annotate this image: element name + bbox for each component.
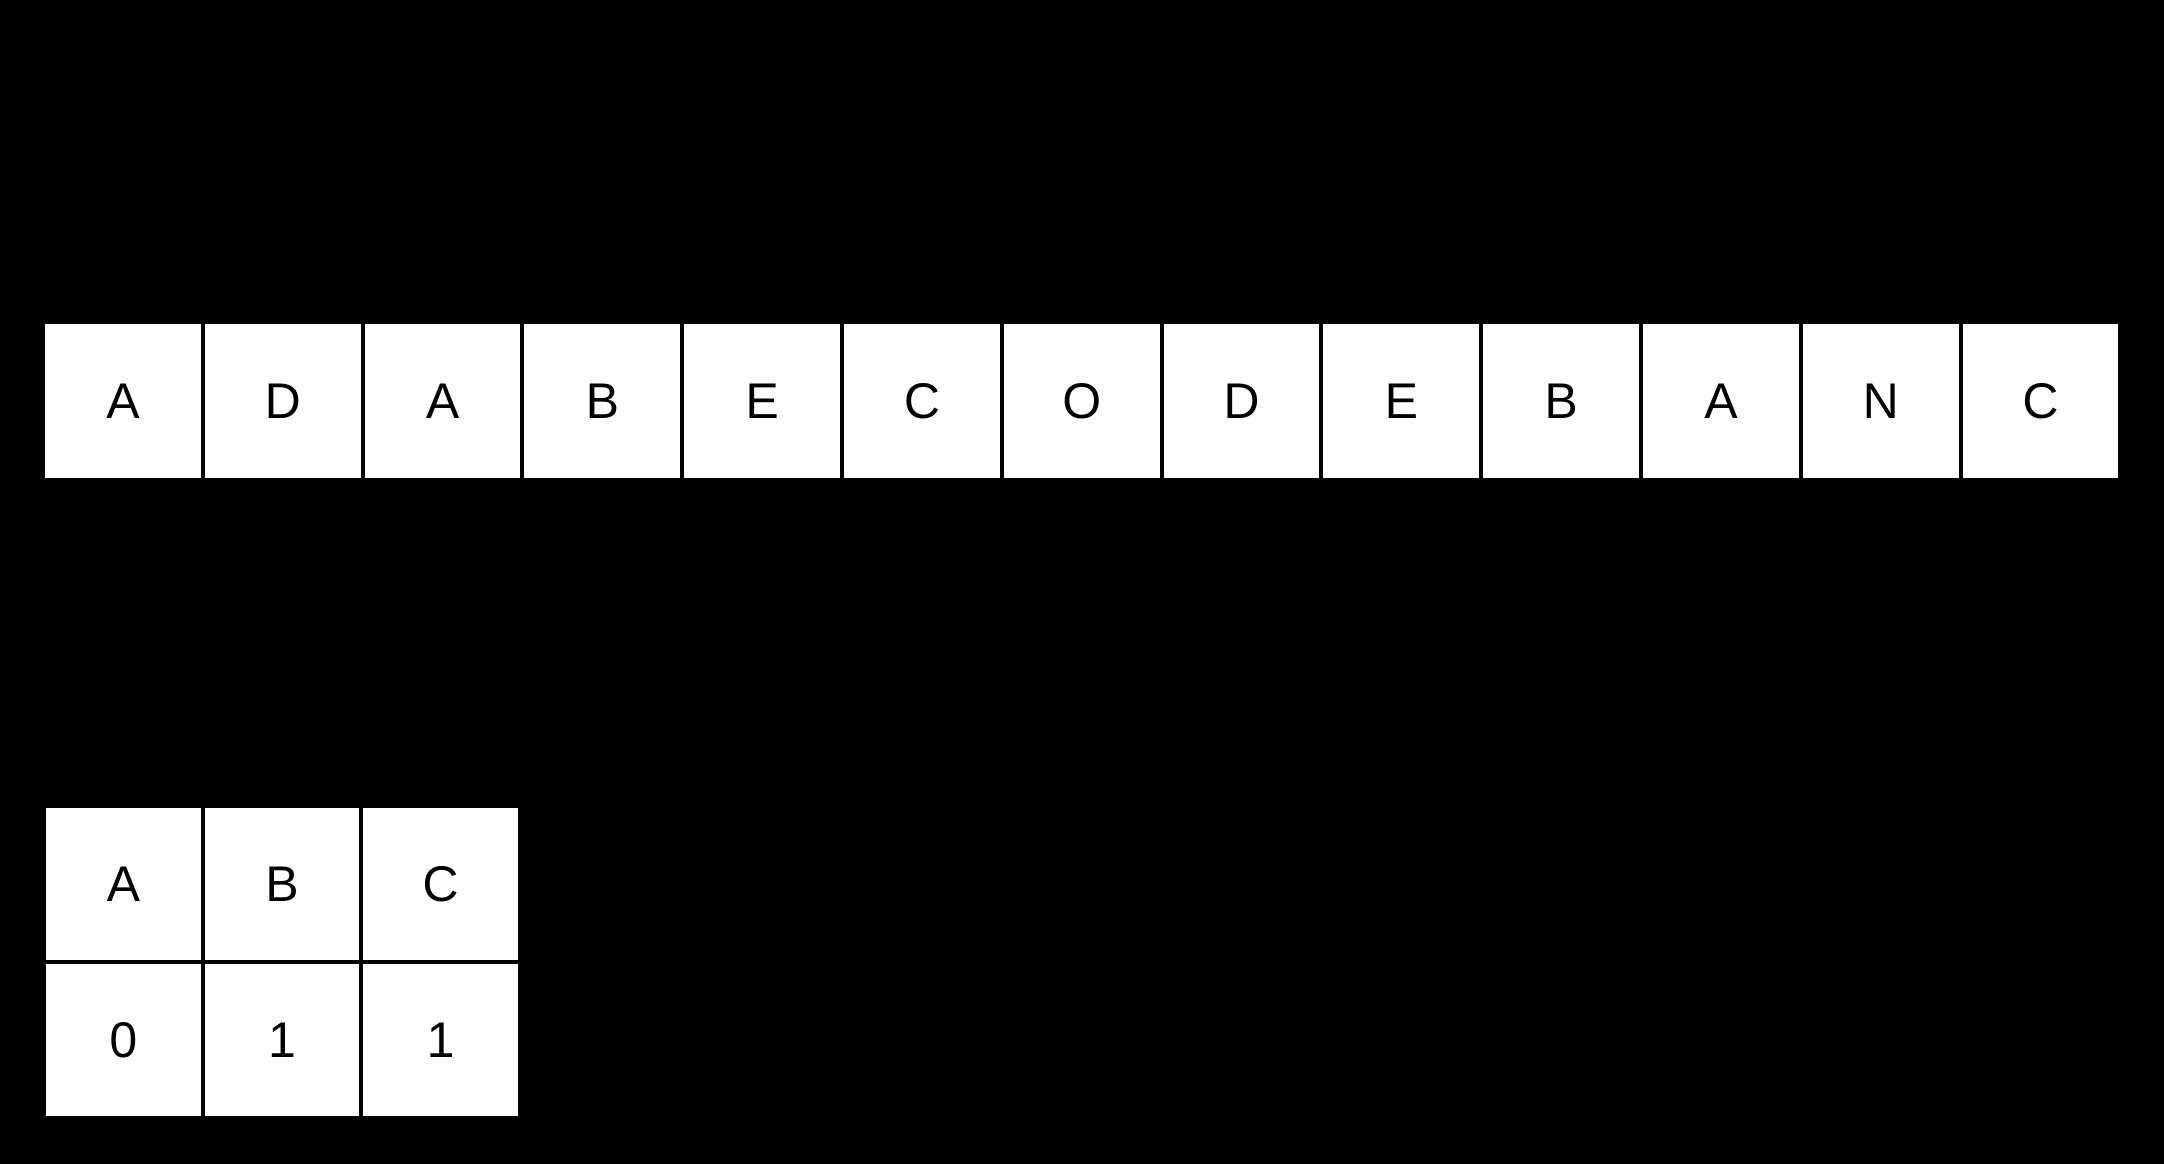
- sequence-cell[interactable]: N: [1800, 322, 1961, 480]
- table-header-cell[interactable]: C: [361, 806, 520, 962]
- sequence-cell[interactable]: C: [841, 322, 1002, 480]
- sequence-cell[interactable]: B: [1481, 322, 1641, 480]
- table-row: 0 1 1: [44, 962, 520, 1118]
- sequence-cell[interactable]: E: [682, 322, 842, 480]
- table-header-row: A B C: [44, 806, 520, 962]
- sequence-cell[interactable]: D: [202, 322, 363, 480]
- table-header-cell[interactable]: B: [202, 806, 362, 962]
- table-value-cell[interactable]: 1: [202, 962, 362, 1118]
- character-count-table: A B C 0 1 1: [44, 806, 520, 1118]
- sequence-cell[interactable]: A: [1640, 322, 1801, 480]
- sequence-cell[interactable]: O: [1001, 322, 1162, 480]
- sequence-cell[interactable]: C: [1960, 322, 2121, 480]
- character-sequence-strip: A D A B E C O D E B A N C: [43, 322, 2121, 480]
- sequence-cell[interactable]: A: [362, 322, 523, 480]
- table-value-cell[interactable]: 1: [361, 962, 520, 1118]
- sequence-cell[interactable]: B: [522, 322, 683, 480]
- sequence-cell[interactable]: A: [43, 322, 203, 480]
- table-value-cell[interactable]: 0: [44, 962, 203, 1118]
- table-header-cell[interactable]: A: [44, 806, 203, 962]
- sequence-cell[interactable]: E: [1321, 322, 1482, 480]
- sequence-cell[interactable]: D: [1161, 322, 1322, 480]
